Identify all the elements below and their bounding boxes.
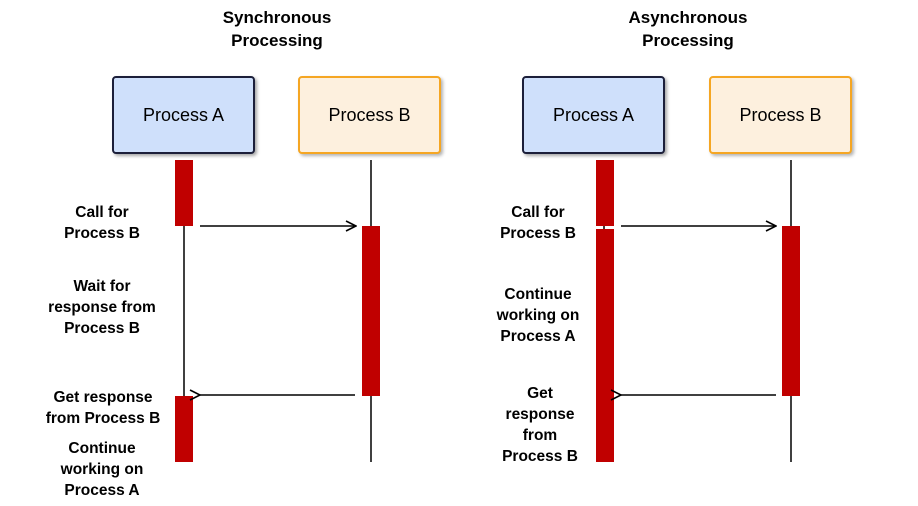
async-process-a-label: Process A <box>552 104 635 125</box>
async-activation-a-1 <box>596 160 614 226</box>
async-title: Asynchronous Processing <box>628 8 748 50</box>
sync-activation-a-1 <box>175 160 193 226</box>
async-continue-label: Continue working on Process A <box>496 286 580 345</box>
async-process-b-box: Process B <box>709 76 852 154</box>
sync-activation-a-2 <box>175 396 193 462</box>
sync-activation-b <box>362 226 380 396</box>
sync-title: Synchronous Processing <box>222 8 332 50</box>
async-get-label: Get response from Process B <box>502 385 578 465</box>
sync-process-a-label: Process A <box>142 104 225 125</box>
async-process-a-box: Process A <box>522 76 665 154</box>
sync-call-label: Call for Process B <box>64 204 140 242</box>
sync-wait-label: Wait for response from Process B <box>48 278 156 337</box>
async-process-b-label: Process B <box>739 104 822 125</box>
async-call-label: Call for Process B <box>500 204 576 242</box>
sync-get-label: Get response from Process B <box>45 389 161 427</box>
sync-process-b-label: Process B <box>328 104 411 125</box>
sync-process-b-box: Process B <box>298 76 441 154</box>
async-activation-a-2 <box>596 229 614 462</box>
sync-process-a-box: Process A <box>112 76 255 154</box>
sync-continue-label: Continue working on Process A <box>60 440 144 499</box>
async-activation-b <box>782 226 800 396</box>
